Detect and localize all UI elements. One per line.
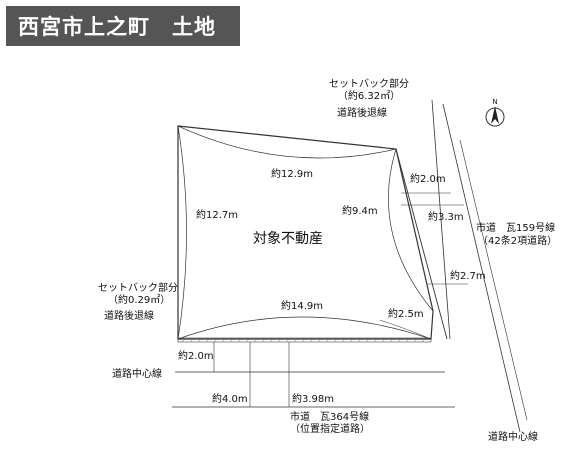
arc-left [177,125,187,340]
property-boundary [177,125,434,340]
arc-bottom [177,316,432,340]
dim-left-edge-label: 約12.7m [196,208,238,221]
east-road-far-edge [459,139,528,421]
setback-west-title: セットバック部分 [98,281,178,294]
dim-south-setback-label: 約2.0m [178,349,214,362]
dim-east-lower-label: 約2.7m [450,269,486,282]
east-setback-line [395,148,448,340]
road-south-name: 市道 瓦364号線 [290,410,369,423]
road-south-type: （位置指定道路） [290,422,370,435]
dim-bottom-edge-label: 約14.9m [281,299,323,312]
dim-south-road-width-label: 約4.0m [212,392,248,405]
setback-north-line-label: 道路後退線 [337,106,387,119]
dim-south-road-alt-label: 約3.98m [292,392,334,405]
road-east-name: 市道 瓦159号線 [476,221,555,234]
arc-right [388,148,434,312]
property-label: 対象不動産 [253,231,323,247]
page-title-text: 西宮市上之町 土地 [18,15,216,39]
dim-lower-right-label: 約2.5m [388,307,424,320]
dim-right-edge-label: 約9.4m [342,204,378,217]
dim-top-edge-label: 約12.9m [271,167,313,180]
north-arrow-icon: N [485,98,505,127]
south-setback-strip [177,337,432,343]
north-label: N [492,98,497,106]
setback-north-area: （約6.32㎡） [338,89,400,102]
road-east-type: （42条2項道路） [478,234,557,247]
arc-top [177,125,397,159]
road-east-centerline-label: 道路中心線 [488,430,538,443]
dim-east-setback-label: 約2.0m [410,172,446,185]
setback-west-line-label: 道路後退線 [104,309,154,322]
road-south-centerline-label: 道路中心線 [112,367,162,380]
east-road-boundary [431,99,451,340]
dim-east-road-width-label: 約3.3m [428,210,464,223]
arc-lower-right [379,319,432,340]
page-title: 西宮市上之町 土地 [6,6,240,46]
setback-north-title: セットバック部分 [329,77,409,90]
setback-west-area: （約0.29㎡） [108,293,170,306]
east-road-centerline [442,103,521,433]
